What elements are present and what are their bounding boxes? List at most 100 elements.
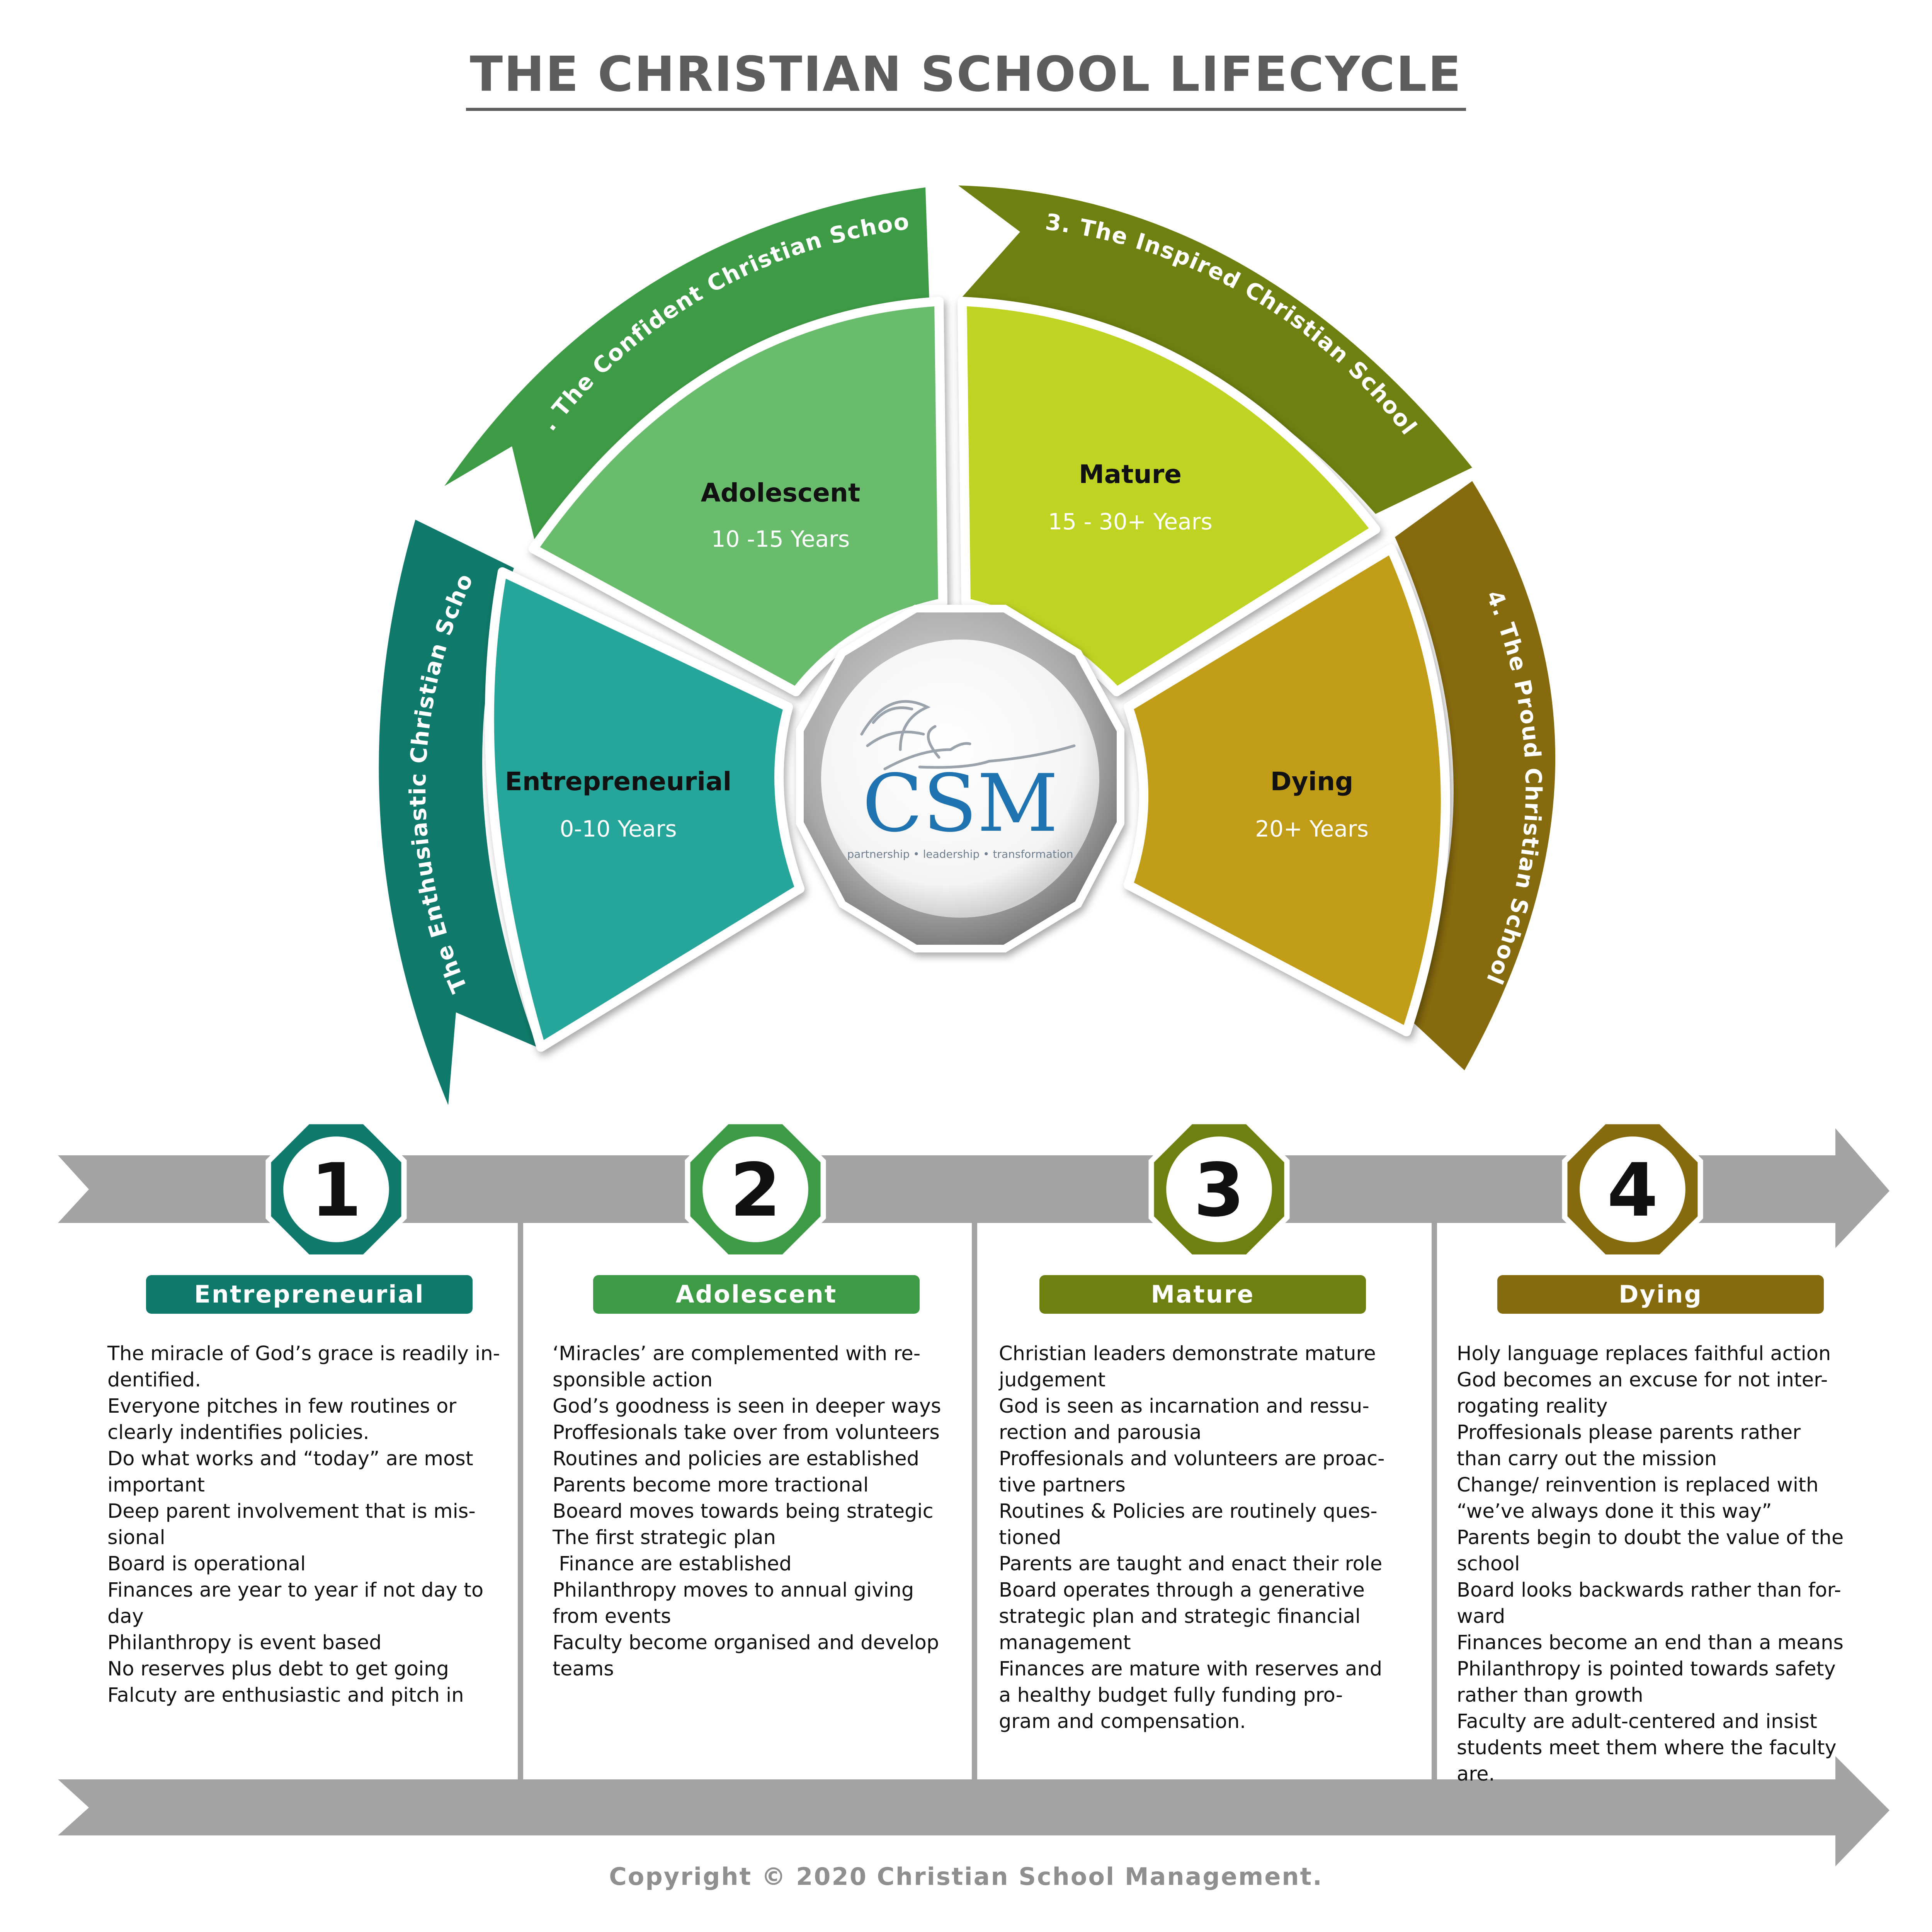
description-line: God is seen as incarnation and ressu- [999,1395,1369,1418]
description-line: ‘Miracles’ are complemented with re- [553,1342,921,1365]
divider-2 [972,1223,977,1779]
segment-entrepreneurial [485,567,804,1052]
description-line: Boeard moves towards being strategic [553,1500,934,1523]
description-line: God becomes an excuse for not inter- [1457,1369,1828,1391]
description-line: Proffesionals take over from volunteers [553,1421,940,1444]
segment-adolescent [529,297,947,696]
number-badge-3: 3 [1148,1119,1290,1260]
number-badge-2: 2 [685,1119,826,1260]
description-line: Board is operational [107,1553,306,1575]
description-line: gram and compensation. [999,1710,1246,1733]
description-line: dentified. [107,1369,201,1391]
segment-dying-name: Dying [1270,767,1354,796]
description-line: No reserves plus debt to get going [107,1658,449,1680]
description-line: Board looks backwards rather than for- [1457,1579,1841,1602]
divider-3 [1432,1223,1437,1779]
description-line: students meet them where the faculty [1457,1736,1837,1759]
description-line: Christian leaders demonstrate mature [999,1342,1376,1365]
segment-dying-years: 20+ Years [1255,816,1369,842]
segment-adolescent-years: 10 -15 Years [711,526,850,552]
stage-label-1: Entrepreneurial [146,1275,473,1314]
badge-number: 3 [1194,1148,1245,1233]
description-line: The miracle of God’s grace is readily in… [107,1342,500,1365]
stage-label-3: Mature [1039,1275,1366,1314]
segment-mature-name: Mature [1079,459,1182,489]
timeline [58,1128,1889,1866]
description-line: sponsible action [553,1369,713,1391]
arc-arrow-4 [1395,481,1556,1070]
segment-adolescent-name: Adolescent [701,478,861,508]
description-line: Proffesionals and volunteers are proac- [999,1447,1385,1470]
description-line: Finances are mature with reserves and [999,1658,1383,1680]
description-line: judgement [999,1369,1105,1391]
description-line: God’s goodness is seen in deeper ways [553,1395,941,1418]
number-badge-1: 1 [265,1119,407,1260]
arc-arrow-2 [444,187,929,543]
dove-icon [860,700,1076,770]
stage-description-1: The miracle of God’s grace is readily in… [107,1341,513,1709]
description-line: Finance are established [553,1553,792,1575]
description-line: Parents are taught and enact their role [999,1553,1383,1575]
stage-description-3: Christian leaders demonstrate mature judg… [999,1341,1405,1735]
stage-label-2: Adolescent [593,1275,920,1314]
description-line: Routines and policies are established [553,1447,920,1470]
segment-entrepreneurial-years: 0-10 Years [560,816,677,842]
segment-mature-years: 15 - 30+ Years [1048,509,1212,535]
description-line: Falcuty are enthusiastic and pitch in [107,1684,464,1707]
description-line: day [107,1605,144,1628]
description-line: tioned [999,1526,1061,1549]
divider-1 [518,1223,523,1779]
page-title: THE CHRISTIAN SCHOOL LIFECYCLE [0,46,1932,111]
description-line: teams [553,1658,614,1680]
description-line: rection and parousia [999,1421,1202,1444]
badge-inner-circle [283,1136,389,1242]
timeline-bottom-arrow [58,1756,1889,1866]
description-line: clearly indentifies policies. [107,1421,369,1444]
description-line: Finances are year to year if not day to [107,1579,484,1602]
description-line: Do what works and “today” are most [107,1447,473,1470]
center-hub: CSM partnership • leadership • transform… [796,605,1124,952]
stage-description-2: ‘Miracles’ are complemented with re-spon… [553,1341,958,1682]
arc-arrow-1 [379,520,537,1105]
segment-dying [1124,544,1450,1036]
description-line: rogating reality [1457,1395,1608,1418]
description-line: important [107,1474,205,1497]
stage-label-4: Dying [1497,1275,1824,1314]
description-line: Change/ reinvention is replaced with [1457,1474,1819,1497]
description-line: Philanthropy moves to annual giving [553,1579,914,1602]
description-line: Philanthropy is pointed towards safety [1457,1658,1836,1680]
description-line: Faculty become organised and develop [553,1631,939,1654]
description-line: Finances become an end than a means [1457,1631,1844,1654]
segment-entrepreneurial-name: Entrepreneurial [505,767,732,796]
stage-segments [485,297,1450,1052]
description-line: strategic plan and strategic financial [999,1605,1361,1628]
arc-arrows [379,185,1556,1105]
description-line: management [999,1631,1131,1654]
description-line: rather than growth [1457,1684,1643,1707]
description-line: Faculty are adult-centered and insist [1457,1710,1817,1733]
description-line: tive partners [999,1474,1126,1497]
copyright-text: Copyright © 2020 Christian School Manage… [609,1862,1323,1891]
description-line: Everyone pitches in few routines or [107,1395,457,1418]
description-line: Philanthropy is event based [107,1631,382,1654]
description-line: Parents become more tractional [553,1474,869,1497]
description-line: Routines & Policies are routinely ques- [999,1500,1378,1523]
description-line: Board operates through a generative [999,1579,1365,1602]
description-line: Parents begin to doubt the value of the [1457,1526,1844,1549]
description-line: Proffesionals please parents rather [1457,1421,1801,1444]
description-line: are. [1457,1763,1495,1786]
logo-text: CSM [862,758,1058,850]
badge-number: 1 [311,1148,362,1233]
badge-number: 2 [730,1148,781,1233]
description-line: from events [553,1605,671,1628]
description-line: sional [107,1526,165,1549]
description-line: a healthy budget fully funding pro- [999,1684,1343,1707]
badge-inner-circle [702,1136,808,1242]
description-line: Holy language replaces faithful action [1457,1342,1831,1365]
description-line: Deep parent involvement that is mis- [107,1500,476,1523]
description-line: than carry out the mission [1457,1447,1717,1470]
badge-number: 4 [1607,1148,1658,1233]
description-line: “we’ve always done it this way” [1457,1500,1772,1523]
